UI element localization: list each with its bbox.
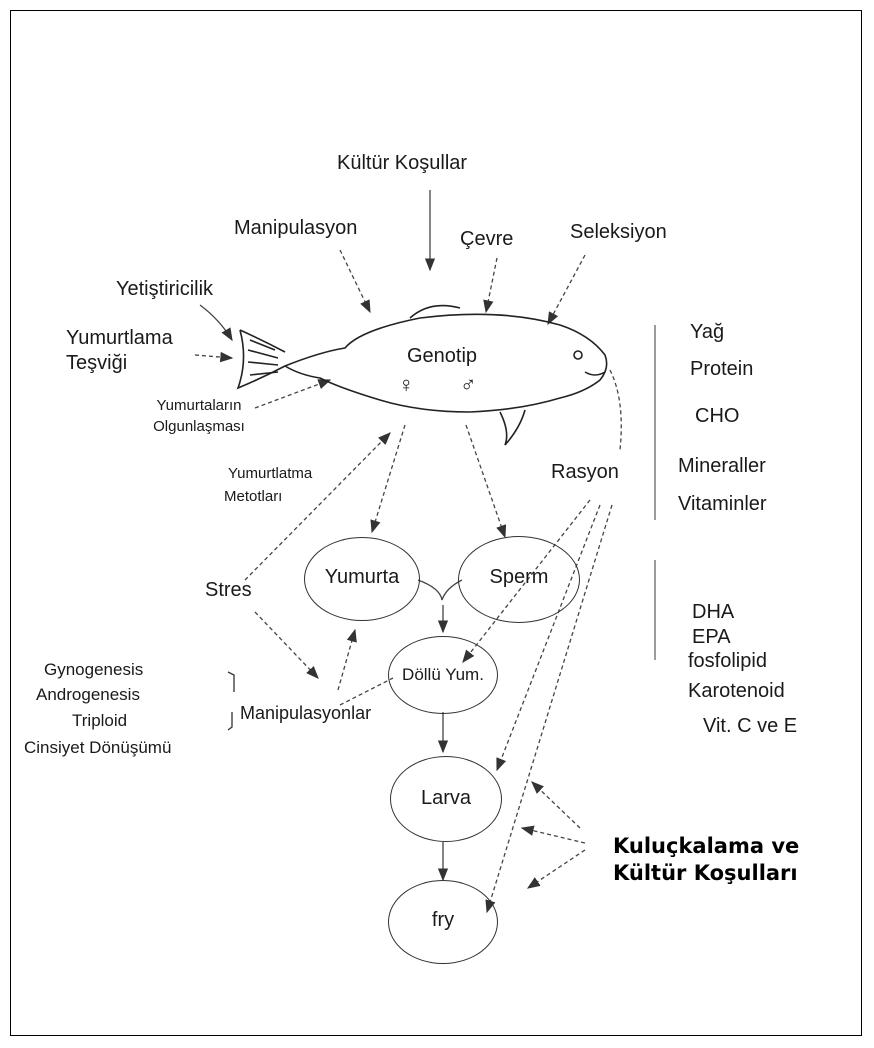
yumurtlatma-line1: Yumurtlatma bbox=[228, 465, 312, 482]
sperm-label: Sperm bbox=[458, 566, 580, 589]
ration-item-protein: Protein bbox=[690, 358, 753, 381]
genotip-label: Genotip bbox=[407, 345, 477, 368]
stres-label: Stres bbox=[205, 579, 252, 602]
fatty-item-epa: EPA bbox=[692, 626, 731, 649]
manipulasyon-label: Manipulasyon bbox=[234, 217, 357, 240]
ration-item-cho: CHO bbox=[695, 405, 739, 428]
female-symbol: ♀ bbox=[398, 372, 415, 398]
manip-item-cinsiyet: Cinsiyet Dönüşümü bbox=[24, 738, 171, 758]
fatty-item-vitc-e: Vit. C ve E bbox=[703, 715, 797, 738]
olgunlasma-line2: Olgunlaşması bbox=[134, 418, 264, 435]
fatty-item-dha: DHA bbox=[692, 601, 734, 624]
manip-item-gynogenesis: Gynogenesis bbox=[44, 660, 143, 680]
larva-label: Larva bbox=[390, 787, 502, 810]
fry-label: fry bbox=[388, 909, 498, 932]
kuluckalama-line2: Kültür Koşulları bbox=[613, 861, 798, 885]
yumurtlama-tesvigi-line1: Yumurtlama bbox=[66, 327, 173, 350]
fatty-item-fosfolipid: fosfolipid bbox=[688, 650, 767, 673]
olgunlasma-line1: Yumurtaların bbox=[134, 397, 264, 414]
manip-item-androgenesis: Androgenesis bbox=[36, 685, 140, 705]
yumurta-label: Yumurta bbox=[304, 566, 420, 589]
seleksiyon-label: Seleksiyon bbox=[570, 221, 667, 244]
yumurtlama-tesvigi-line2: Teşviği bbox=[66, 352, 127, 375]
ration-item-mineraller: Mineraller bbox=[678, 455, 766, 478]
dollu-yumurta-label: Döllü Yum. bbox=[388, 665, 498, 685]
manip-item-triploid: Triploid bbox=[72, 711, 127, 731]
ration-item-yag: Yağ bbox=[690, 321, 724, 344]
fatty-item-karotenoid: Karotenoid bbox=[688, 680, 785, 703]
rasyon-label: Rasyon bbox=[551, 461, 619, 484]
yetistiricilik-label: Yetiştiricilik bbox=[116, 278, 213, 301]
cevre-label: Çevre bbox=[460, 228, 513, 251]
manipulasyonlar-label: Manipulasyonlar bbox=[240, 703, 371, 724]
ration-item-vitaminler: Vitaminler bbox=[678, 493, 767, 516]
yumurtlatma-line2: Metotları bbox=[224, 488, 282, 505]
kultur-kosullar-label: Kültür Koşullar bbox=[337, 152, 467, 175]
male-symbol: ♂ bbox=[460, 372, 477, 398]
kuluckalama-line1: Kuluçkalama ve bbox=[613, 834, 799, 858]
